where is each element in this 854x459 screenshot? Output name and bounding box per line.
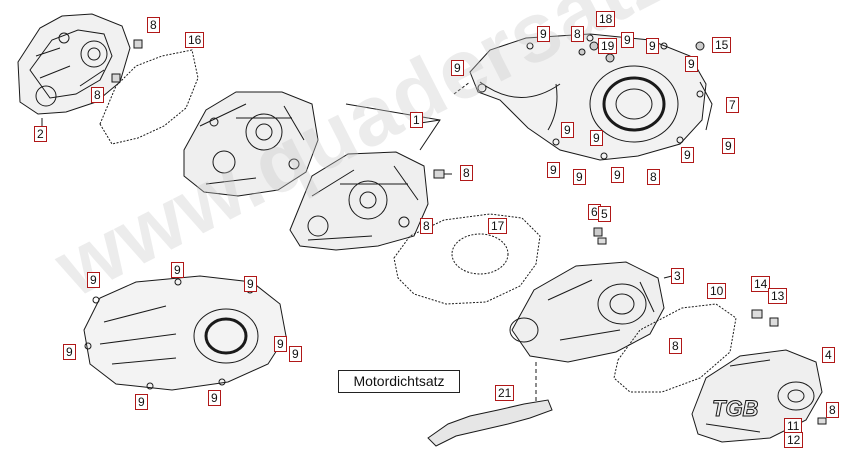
cover-lower-left (83, 275, 287, 391)
callout-part-18[interactable]: 18 (596, 11, 616, 27)
clutch-housing-3 (509, 261, 665, 363)
callout-part-2[interactable]: 2 (34, 126, 47, 142)
callout-part-1[interactable]: 1 (410, 112, 423, 128)
callout-part-15[interactable]: 15 (712, 37, 732, 53)
callout-part-9[interactable]: 9 (451, 60, 464, 76)
plug-15 (695, 41, 705, 51)
outer-cover-4: TGB (691, 349, 823, 443)
seal-19 (605, 53, 615, 63)
gasket-16 (99, 49, 199, 145)
crankcase-main-upper (183, 91, 319, 197)
callout-part-7[interactable]: 7 (726, 97, 739, 113)
stud-bolt (111, 73, 121, 83)
bolt-13 (769, 317, 779, 327)
callout-part-21[interactable]: 21 (495, 385, 515, 401)
stud-bolt (133, 39, 143, 49)
callout-part-9[interactable]: 9 (573, 169, 586, 185)
tgb-logo: TGB (712, 396, 759, 421)
callout-part-13[interactable]: 13 (768, 288, 788, 304)
callout-part-9[interactable]: 9 (244, 276, 257, 292)
gasket-kit-label: Motordichtsatz (338, 370, 460, 393)
callout-part-8[interactable]: 8 (669, 338, 682, 354)
callout-part-10[interactable]: 10 (707, 283, 727, 299)
callout-part-5[interactable]: 5 (598, 206, 611, 222)
callout-part-9[interactable]: 9 (537, 26, 550, 42)
pin-6 (593, 227, 603, 237)
callout-part-9[interactable]: 9 (590, 130, 603, 146)
callout-part-9[interactable]: 9 (289, 346, 302, 362)
side-cover-7 (453, 33, 713, 161)
callout-part-3[interactable]: 3 (671, 268, 684, 284)
callout-part-9[interactable]: 9 (621, 32, 634, 48)
callout-part-8[interactable]: 8 (571, 26, 584, 42)
callout-part-12[interactable]: 12 (784, 432, 804, 448)
callout-part-8[interactable]: 8 (460, 165, 473, 181)
callout-1-leader (345, 103, 441, 151)
stud-bolt (433, 169, 445, 179)
callout-part-9[interactable]: 9 (722, 138, 735, 154)
callout-part-19[interactable]: 19 (598, 38, 618, 54)
callout-part-9[interactable]: 9 (135, 394, 148, 410)
crankcase-main-lower (289, 151, 429, 251)
callout-part-8[interactable]: 8 (420, 218, 433, 234)
bolt-8 (817, 417, 827, 425)
callout-part-14[interactable]: 14 (751, 276, 771, 292)
callout-part-17[interactable]: 17 (488, 218, 508, 234)
callout-part-9[interactable]: 9 (646, 38, 659, 54)
plug-18 (589, 41, 599, 51)
callout-part-9[interactable]: 9 (685, 56, 698, 72)
crankcase-half-left (17, 13, 131, 126)
oring-5 (597, 237, 607, 245)
callout-part-9[interactable]: 9 (681, 147, 694, 163)
callout-part-8[interactable]: 8 (826, 402, 839, 418)
callout-part-9[interactable]: 9 (87, 272, 100, 288)
callout-part-8[interactable]: 8 (147, 17, 160, 33)
callout-part-9[interactable]: 9 (208, 390, 221, 406)
callout-part-9[interactable]: 9 (561, 122, 574, 138)
callout-part-9[interactable]: 9 (611, 167, 624, 183)
callout-part-11[interactable]: 11 (784, 418, 803, 434)
callout-part-9[interactable]: 9 (63, 344, 76, 360)
callout-part-9[interactable]: 9 (547, 162, 560, 178)
callout-part-4[interactable]: 4 (822, 347, 835, 363)
callout-part-8[interactable]: 8 (91, 87, 104, 103)
seal-strip-21 (427, 399, 553, 447)
callout-part-8[interactable]: 8 (647, 169, 660, 185)
part-drawings: TGB (17, 13, 827, 447)
callout-part-6[interactable]: 6 (588, 204, 601, 220)
plug-14 (751, 309, 763, 319)
callout-part-9[interactable]: 9 (171, 262, 184, 278)
callout-part-9[interactable]: 9 (274, 336, 287, 352)
callout-part-16[interactable]: 16 (185, 32, 205, 48)
gasket-17 (393, 213, 541, 305)
